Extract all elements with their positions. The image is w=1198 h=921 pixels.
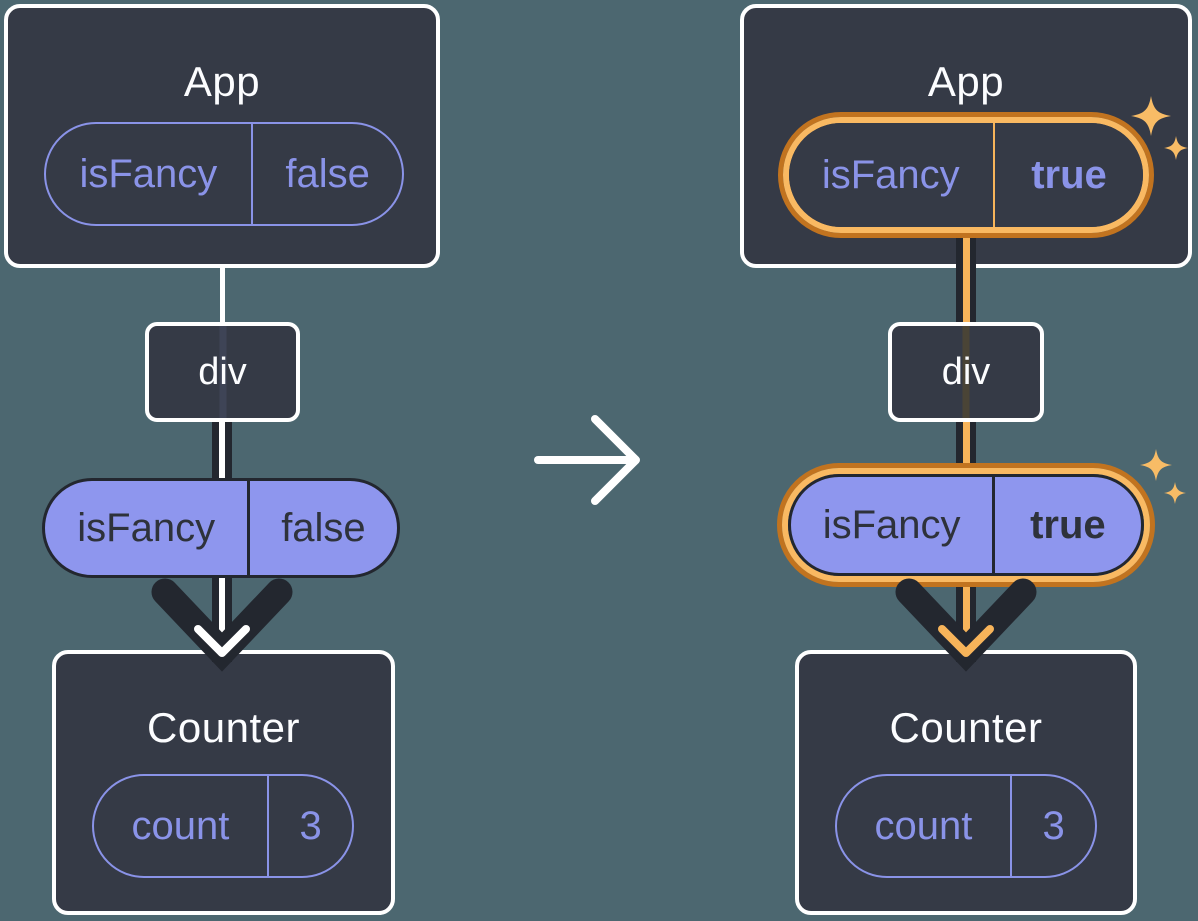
prop-value: false <box>281 505 366 550</box>
right-counter-title: Counter <box>889 704 1043 751</box>
prop-value: true <box>1030 502 1106 547</box>
left-app-state-pill: isFancy false <box>44 122 404 226</box>
pill-divider <box>992 477 995 573</box>
left-prop-pill: isFancy false <box>42 478 400 578</box>
left-app-div-connector <box>219 266 225 326</box>
left-div-label: div <box>198 350 247 393</box>
left-app-title: App <box>183 58 261 105</box>
right-div-box: div <box>888 322 1044 422</box>
state-value: 3 <box>299 803 322 848</box>
arrow-right-icon <box>534 415 640 505</box>
left-counter-box: Counter count 3 <box>52 650 395 915</box>
left-counter-title: Counter <box>147 704 300 751</box>
right-div-thread <box>962 326 970 418</box>
left-div-thread <box>219 326 226 418</box>
state-key: count <box>131 803 230 848</box>
prop-key: isFancy <box>822 502 961 547</box>
state-key: isFancy <box>79 151 218 196</box>
pill-divider <box>250 124 254 224</box>
right-counter-state-pill: count 3 <box>835 774 1097 878</box>
right-app-state-pill: isFancy true <box>789 123 1143 227</box>
pill-divider <box>1009 776 1013 876</box>
state-value: 3 <box>1042 803 1065 848</box>
pill-divider <box>266 776 270 876</box>
pill-divider <box>992 123 996 227</box>
highlight-ring: isFancy true <box>782 468 1150 582</box>
right-app-title: App <box>927 58 1005 105</box>
left-counter-state-pill: count 3 <box>92 774 354 878</box>
right-prop-pill-highlight: isFancy true <box>777 463 1155 587</box>
right-counter-box: Counter count 3 <box>795 650 1137 915</box>
left-app-box: App isFancy false <box>4 4 440 268</box>
right-app-state-pill-highlight: isFancy true <box>778 112 1154 238</box>
highlight-ring: isFancy true <box>783 117 1149 233</box>
left-div-box: div <box>145 322 300 422</box>
state-key: count <box>874 803 973 848</box>
right-prop-flow-line-core <box>962 232 970 656</box>
pill-divider <box>247 481 250 575</box>
state-key: isFancy <box>821 152 960 197</box>
state-value: true <box>1031 152 1107 197</box>
state-value: false <box>285 151 370 196</box>
right-div-label: div <box>941 350 991 393</box>
right-prop-pill: isFancy true <box>788 474 1144 576</box>
prop-key: isFancy <box>77 505 216 550</box>
